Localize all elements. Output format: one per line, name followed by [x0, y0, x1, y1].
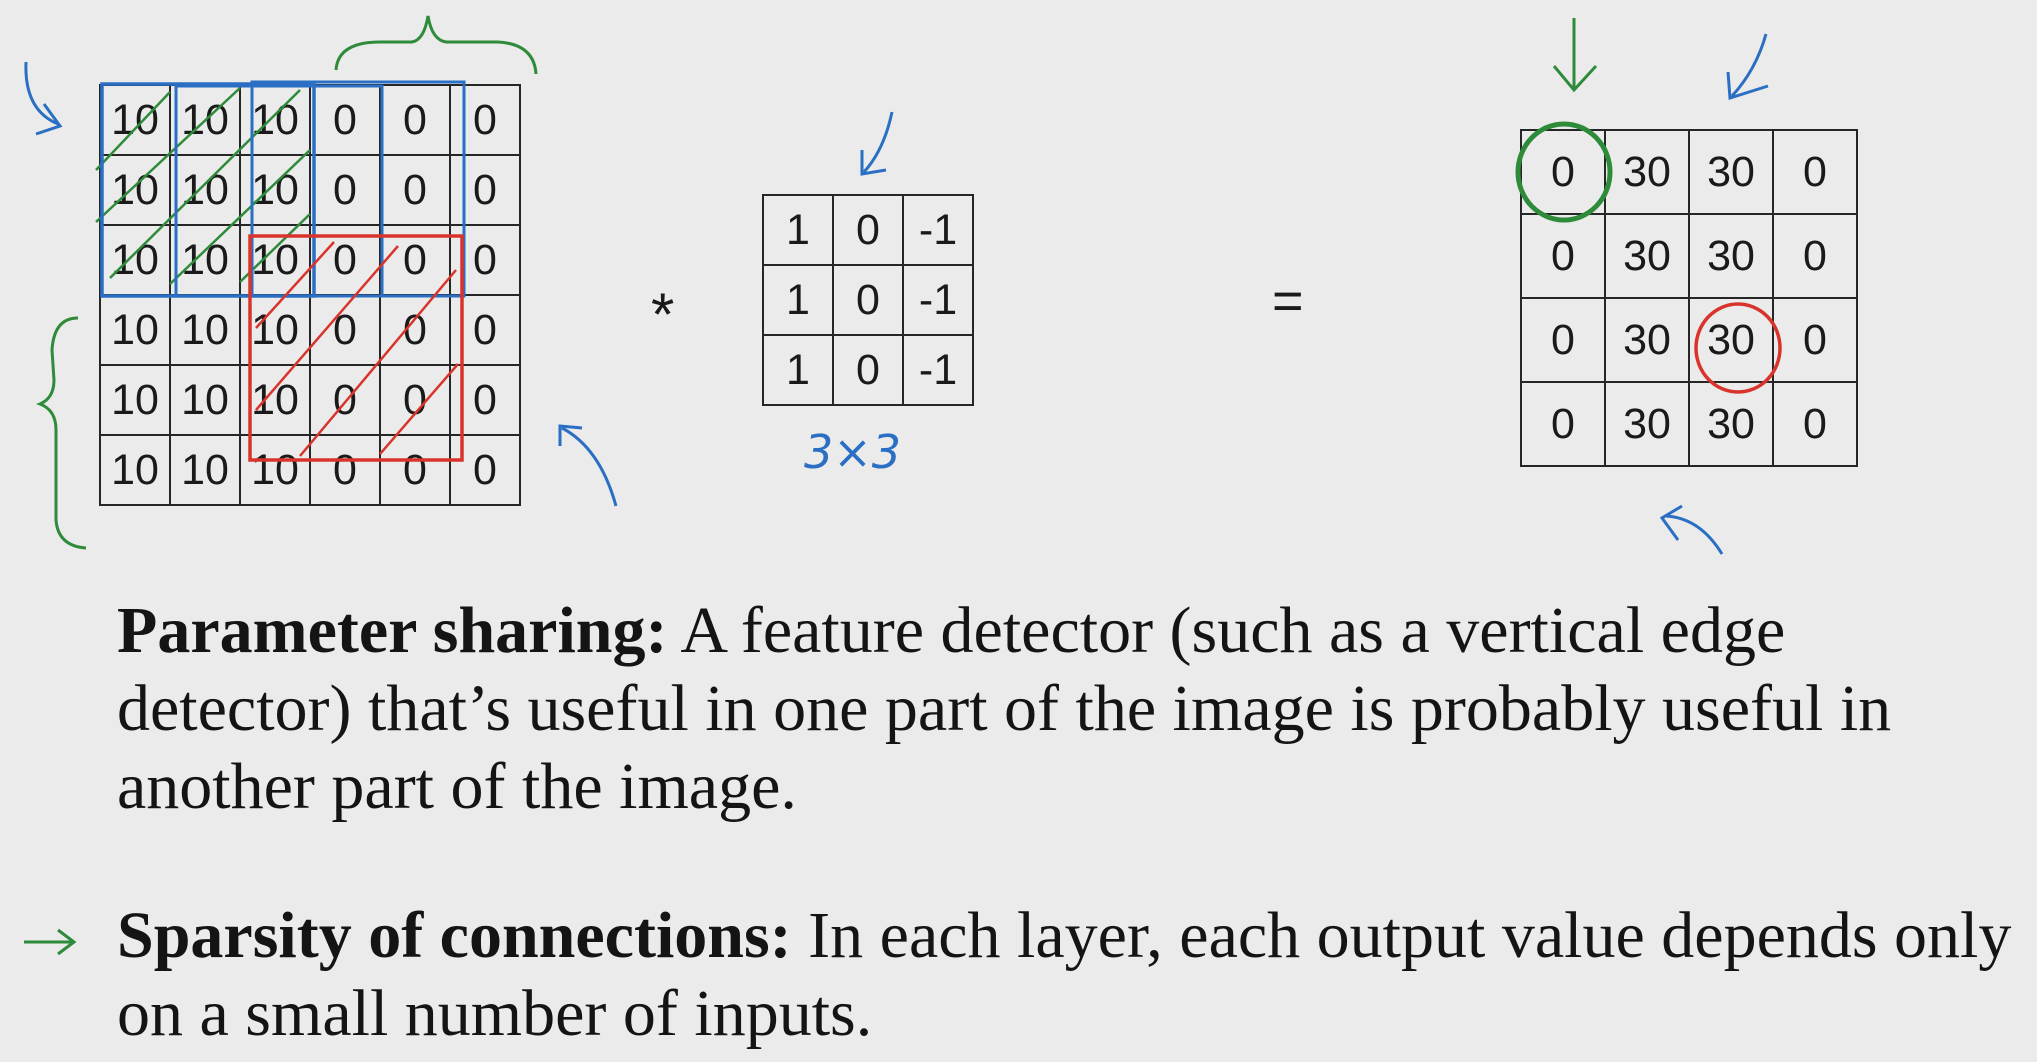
input-matrix-cell: 10	[169, 294, 241, 366]
green-brace-top	[334, 15, 538, 75]
sparsity-point: Sparsity of connections: In each layer, …	[117, 897, 2017, 1053]
input-matrix-cell: 0	[379, 84, 451, 156]
output-matrix-cell: 30	[1688, 129, 1774, 215]
filter-matrix-cell: 1	[762, 264, 834, 336]
equals-sign: =	[1272, 271, 1304, 331]
input-matrix-cell: 0	[309, 224, 381, 296]
filter-size-label: 3×3	[804, 425, 902, 479]
output-matrix-cell: 0	[1772, 381, 1858, 467]
input-matrix-cell: 0	[309, 434, 381, 506]
input-matrix-cell: 10	[99, 364, 171, 436]
output-matrix-cell: 0	[1520, 297, 1606, 383]
input-matrix-cell: 0	[449, 294, 521, 366]
filter-matrix-cell: 0	[832, 264, 904, 336]
output-matrix-cell: 30	[1604, 129, 1690, 215]
output-matrix-cell: 0	[1520, 129, 1606, 215]
output-matrix-cell: 30	[1604, 213, 1690, 299]
input-matrix-cell: 10	[99, 224, 171, 296]
input-matrix-cell: 10	[239, 154, 311, 226]
filter-matrix-cell: 1	[762, 194, 834, 266]
input-matrix-cell: 0	[449, 434, 521, 506]
input-matrix-cell: 0	[379, 224, 451, 296]
input-matrix-cell: 0	[309, 84, 381, 156]
blue-arrow-output	[1726, 33, 1769, 100]
blue-arrow-input	[558, 424, 618, 507]
output-matrix-cell: 0	[1772, 213, 1858, 299]
input-matrix-cell: 0	[309, 294, 381, 366]
input-matrix-cell: 10	[239, 224, 311, 296]
input-matrix-cell: 10	[99, 294, 171, 366]
input-matrix-cell: 0	[379, 364, 451, 436]
input-matrix-cell: 10	[239, 434, 311, 506]
input-matrix-cell: 0	[379, 154, 451, 226]
input-matrix-cell: 10	[169, 154, 241, 226]
output-matrix-cell: 30	[1688, 381, 1774, 467]
output-matrix-cell: 30	[1688, 297, 1774, 383]
input-matrix-cell: 0	[309, 154, 381, 226]
input-matrix-cell: 10	[239, 84, 311, 156]
parameter-sharing-point: Parameter sharing: A feature detector (s…	[117, 592, 2017, 826]
input-matrix-cell: 0	[379, 434, 451, 506]
input-matrix-cell: 10	[99, 154, 171, 226]
filter-matrix-cell: -1	[902, 334, 974, 406]
input-matrix-cell: 0	[309, 364, 381, 436]
input-matrix-cell: 10	[99, 84, 171, 156]
filter-matrix-cell: 0	[832, 334, 904, 406]
sparsity-body: In each layer, each output value depends…	[117, 899, 2012, 1050]
output-matrix-cell: 30	[1604, 297, 1690, 383]
green-arrow-output	[1552, 18, 1598, 93]
input-matrix-cell: 10	[239, 364, 311, 436]
output-matrix-cell: 30	[1604, 381, 1690, 467]
input-matrix-cell: 10	[239, 294, 311, 366]
input-matrix-cell: 10	[169, 364, 241, 436]
input-matrix-cell: 0	[379, 294, 451, 366]
sparsity-heading: Sparsity of connections:	[117, 899, 792, 972]
filter-matrix-cell: 0	[832, 194, 904, 266]
input-matrix-cell: 0	[449, 154, 521, 226]
output-matrix-cell: 0	[1520, 381, 1606, 467]
output-matrix-cell: 0	[1520, 213, 1606, 299]
input-matrix-cell: 0	[449, 84, 521, 156]
input-matrix-cell: 10	[169, 224, 241, 296]
convolution-operator: *	[651, 281, 675, 348]
filter-matrix-cell: 1	[762, 334, 834, 406]
green-left-arrow	[24, 61, 63, 136]
output-matrix-cell: 0	[1772, 297, 1858, 383]
filter-matrix-cell: -1	[902, 194, 974, 266]
green-bullet-arrow	[24, 928, 77, 956]
green-brace-left	[35, 316, 87, 550]
input-matrix-cell: 10	[169, 84, 241, 156]
input-matrix-cell: 10	[99, 434, 171, 506]
filter-matrix-cell: -1	[902, 264, 974, 336]
output-matrix-cell: 30	[1688, 213, 1774, 299]
output-matrix-cell: 0	[1772, 129, 1858, 215]
input-matrix-cell: 0	[449, 364, 521, 436]
blue-arrow-below-output	[1659, 504, 1724, 555]
blue-arrow-filter	[860, 111, 894, 176]
parameter-sharing-body: A feature detector (such as a vertical e…	[117, 594, 1892, 823]
input-matrix-cell: 0	[449, 224, 521, 296]
input-matrix-cell: 10	[169, 434, 241, 506]
parameter-sharing-heading: Parameter sharing:	[117, 594, 668, 667]
